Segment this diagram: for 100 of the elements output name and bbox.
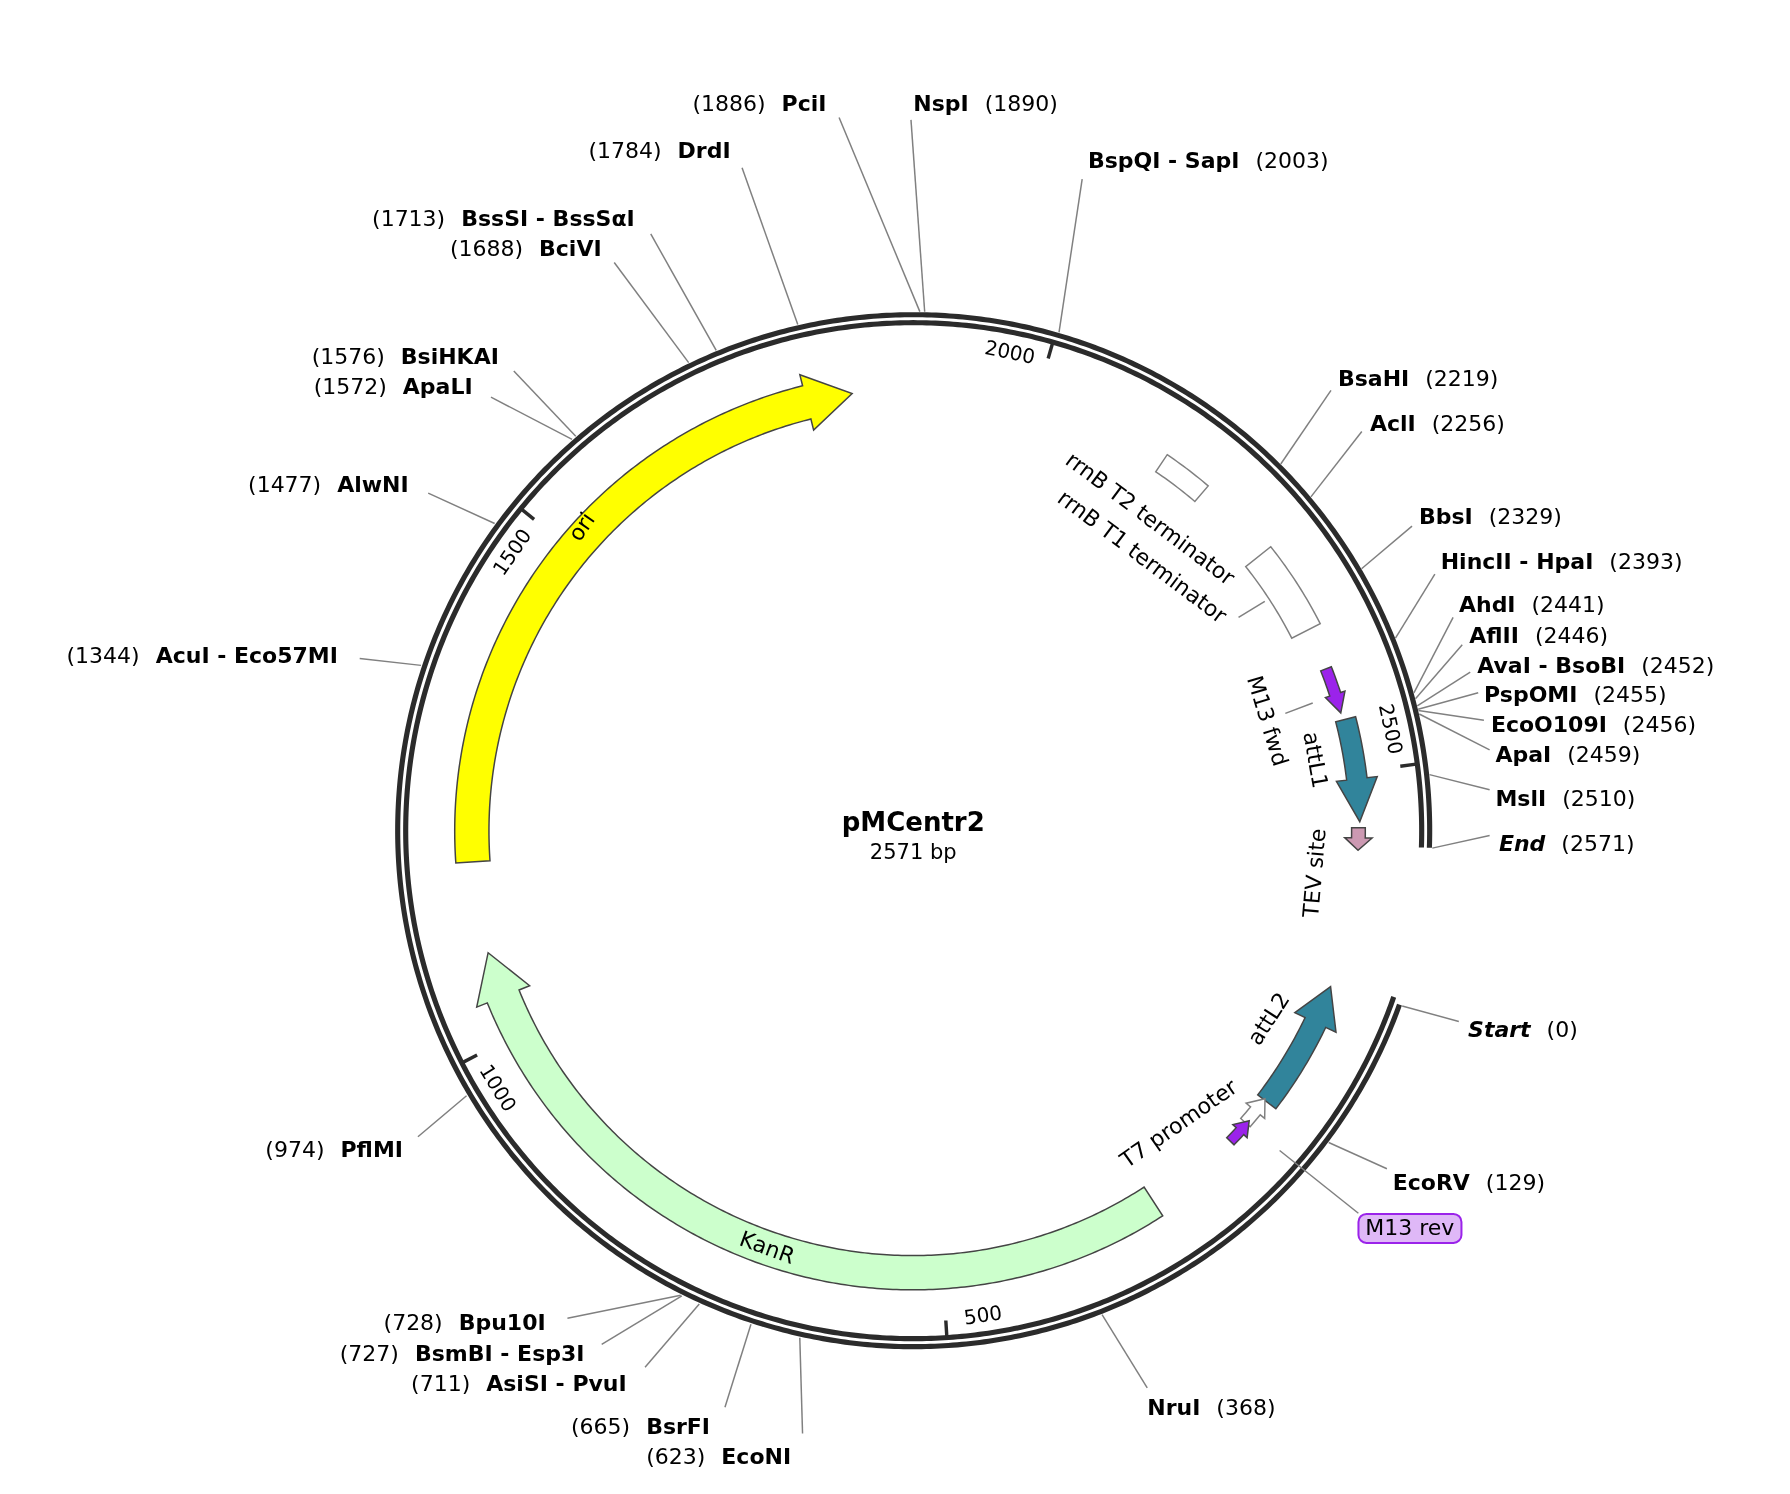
tick-label: 500 (962, 1301, 1004, 1329)
leader-line (1058, 178, 1083, 334)
enzyme-name: BspQI - SapI (1087, 148, 1240, 174)
site-position: (727) (339, 1341, 399, 1366)
enzyme-name: AvaI - BsoBI (1477, 653, 1626, 678)
leader-line (1280, 389, 1332, 465)
leader-line (1413, 616, 1454, 694)
site-position: (2219) (1425, 366, 1499, 392)
map-boundary-label: Start (1468, 1017, 1531, 1042)
enzyme-name: BsmBI - Esp3I (414, 1341, 585, 1366)
enzyme-name: NruI (1147, 1395, 1201, 1420)
leader-line (1284, 702, 1314, 715)
tick-label: 2500 (1375, 701, 1408, 757)
leader-line (1101, 1313, 1148, 1389)
feature-label: TEV site (1299, 827, 1332, 919)
leader-line (724, 1323, 752, 1408)
enzyme-name: PspOMI (1484, 683, 1578, 708)
leader-line (1418, 713, 1491, 751)
enzyme-name: BssSI - BssSαI (461, 207, 635, 232)
enzyme-name: NspI (913, 91, 969, 116)
enzyme-name: EcoO109I (1490, 712, 1607, 737)
enzyme-name: PflMI (340, 1137, 403, 1162)
leader-line (1278, 1149, 1360, 1214)
leader-line (799, 1336, 804, 1435)
site-position: (1713) (372, 207, 446, 232)
site-position: (368) (1216, 1395, 1276, 1420)
site-position: (623) (646, 1444, 706, 1469)
site-position: (129) (1485, 1170, 1545, 1195)
terminator-feature (1243, 545, 1322, 640)
leader-line (1360, 525, 1413, 570)
site-position: (1784) (588, 138, 662, 163)
enzyme-name: AlwNI (337, 473, 409, 498)
enzyme-name: PciI (781, 91, 827, 116)
enzyme-name: ApaLI (402, 374, 473, 400)
site-position: (1477) (248, 473, 322, 498)
site-position: (728) (383, 1311, 443, 1336)
site-position: (0) (1546, 1017, 1578, 1042)
enzyme-name: AsiSI - PvuI (486, 1371, 627, 1396)
site-position: (711) (411, 1371, 471, 1396)
enzyme-name: BsrFI (646, 1414, 711, 1440)
site-position: (2452) (1641, 653, 1715, 678)
primer-callout: M13 rev (1357, 1213, 1463, 1244)
site-position: (974) (265, 1137, 325, 1162)
enzyme-name: AclI (1369, 411, 1416, 436)
leader-line (1394, 573, 1436, 639)
enzyme-name: HincII - HpaI (1440, 549, 1594, 574)
leader-line (1327, 1141, 1388, 1170)
leader-line (650, 233, 717, 352)
site-position: (1344) (66, 644, 140, 669)
leader-line (513, 370, 577, 437)
site-position: (1576) (311, 345, 385, 370)
feature-label: ori (564, 508, 601, 547)
site-position: (2446) (1534, 623, 1609, 648)
leader-line (359, 657, 422, 667)
site-position: (2003) (1255, 148, 1329, 174)
leader-line (417, 1094, 468, 1138)
enzyme-name: EcoRV (1392, 1170, 1470, 1195)
leader-line (644, 1303, 700, 1369)
enzyme-name: BsiHKAI (400, 345, 499, 370)
leader-line (1428, 773, 1491, 791)
enzyme-name: AcuI - Eco57MI (155, 644, 338, 669)
enzyme-name: EcoNI (721, 1444, 792, 1469)
leader-line (1237, 600, 1266, 619)
site-position: (1890) (984, 91, 1058, 116)
enzyme-name: BsaHI (1337, 366, 1410, 392)
site-position: (2456) (1622, 712, 1696, 737)
site-position: (1688) (449, 236, 524, 261)
site-position: (2455) (1593, 683, 1667, 708)
site-position: (1886) (692, 91, 766, 116)
enzyme-name: DrdI (677, 138, 731, 163)
site-position: (665) (571, 1414, 631, 1440)
feature-label: attL1 (1298, 730, 1332, 791)
leader-line (613, 261, 690, 364)
enzyme-name: ApaI (1495, 742, 1552, 767)
leader-line (1310, 430, 1363, 498)
leader-line (566, 1294, 682, 1319)
leader-line (427, 492, 496, 525)
plasmid-size: 2571 bp (869, 839, 957, 864)
enzyme-name: AflII (1469, 623, 1519, 648)
site-position: (2329) (1488, 505, 1562, 530)
leader-line (1416, 671, 1471, 707)
leader-line (910, 119, 926, 313)
enzyme-name: Bpu10I (458, 1311, 546, 1336)
leader-line (490, 396, 573, 441)
enzyme-name: MslI (1495, 787, 1547, 812)
enzyme-name: AhdI (1458, 592, 1516, 618)
feature-label: M13 fwd (1241, 673, 1293, 770)
map-boundary-label: End (1498, 831, 1546, 856)
site-position: (2393) (1609, 549, 1683, 574)
leader-line (1417, 709, 1485, 721)
site-position: (2571) (1561, 831, 1635, 856)
leader-line (838, 116, 921, 313)
site-position: (1572) (313, 374, 387, 400)
leader-line (1431, 834, 1491, 849)
leader-line (1417, 692, 1479, 711)
plasmid-name: pMCentr2 (841, 806, 985, 837)
site-position: (2510) (1562, 787, 1636, 812)
leader-line (741, 167, 799, 326)
leader-line (600, 1295, 683, 1346)
leader-line (1414, 644, 1463, 700)
